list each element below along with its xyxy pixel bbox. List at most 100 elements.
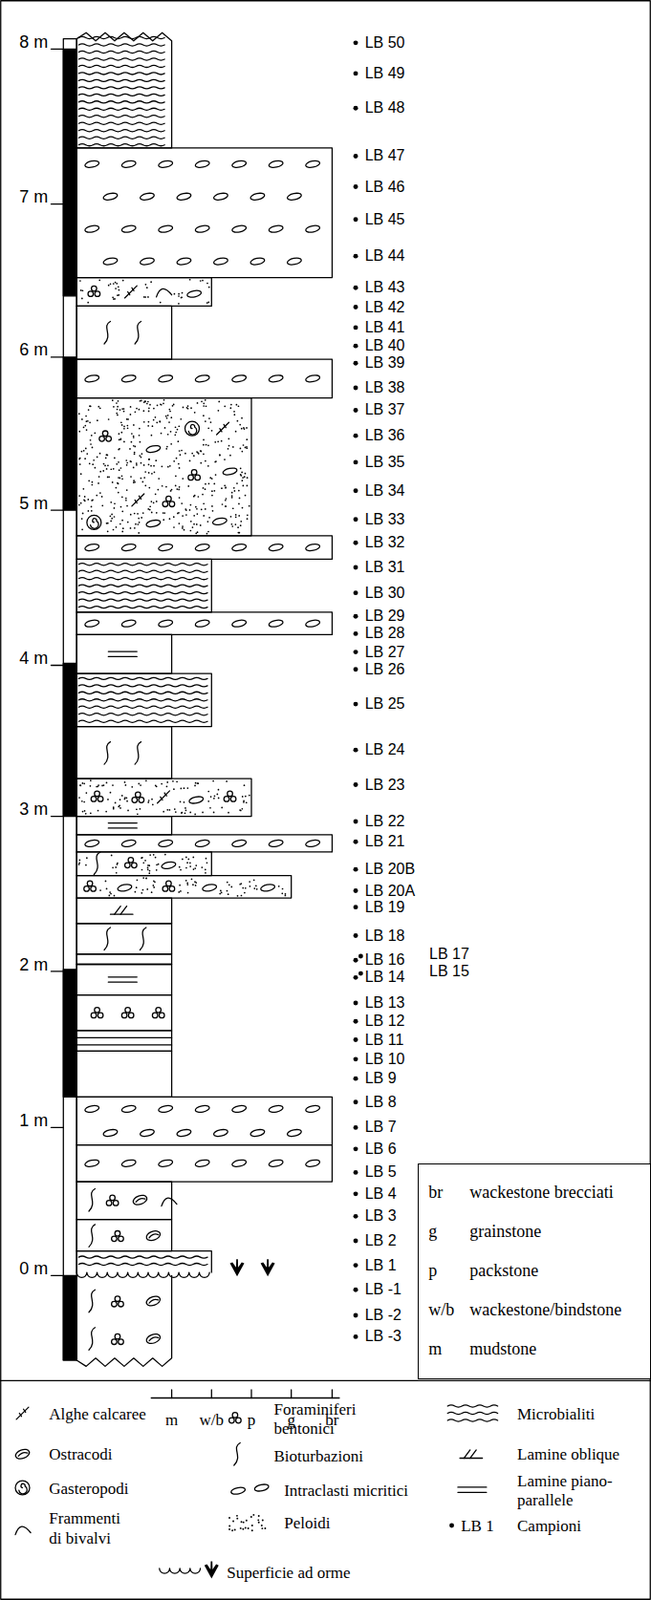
ostracod-symbol: [14, 1448, 31, 1462]
peloid-pattern: [152, 408, 155, 411]
sample-label: LB 44: [365, 248, 406, 264]
peloid-pattern: [246, 485, 249, 488]
peloid-pattern: [86, 429, 88, 432]
peloid-pattern: [99, 408, 102, 411]
peloid-pattern: [126, 797, 129, 800]
peloid-pattern: [237, 420, 239, 423]
legend-text: Microbialiti: [517, 1406, 595, 1423]
peloid-pattern: [173, 404, 175, 407]
bed-outline: [76, 634, 172, 674]
peloid-pattern: [173, 293, 176, 296]
intraclast-pattern: [121, 619, 137, 629]
peloid-pattern: [154, 857, 157, 860]
intraclast-pattern: [304, 1159, 321, 1169]
peloid-pattern: [86, 857, 88, 860]
peloid-pattern: [194, 814, 196, 817]
peloid-pattern: [138, 455, 141, 457]
texture-abbreviation: br: [428, 1183, 455, 1205]
peloid-pattern: [119, 523, 122, 526]
intraclast-pattern: [84, 1159, 100, 1169]
peloid-pattern: [208, 482, 211, 485]
peloid-pattern: [133, 481, 136, 484]
peloid-pattern: [152, 465, 155, 468]
sample-label: LB 37: [365, 402, 406, 418]
peloid-pattern: [105, 881, 108, 884]
peloid-pattern: [90, 434, 93, 437]
scale-tick: [50, 48, 64, 50]
sample-label: LB 8: [365, 1095, 397, 1111]
peloid-pattern: [232, 507, 235, 510]
peloid-pattern: [118, 438, 121, 441]
microbialite-pattern: [78, 43, 165, 46]
peloid-pattern: [195, 523, 198, 526]
ostracod-symbol: [149, 1338, 159, 1343]
peloid-pattern: [162, 519, 165, 521]
foraminifer-symbol: [94, 791, 101, 798]
peloid-pattern: [97, 784, 100, 787]
intraclast-symbol: [212, 517, 228, 526]
peloid-pattern: [117, 482, 120, 485]
microbialite-pattern: [78, 720, 208, 723]
sample-label: LB 10: [365, 1052, 406, 1068]
peloid-pattern: [147, 401, 150, 404]
peloid-pattern: [146, 403, 149, 406]
peloid-pattern: [111, 399, 114, 402]
peloid-pattern: [240, 451, 243, 454]
peloid-pattern: [206, 862, 209, 865]
peloid-symbol: [258, 1522, 261, 1525]
sample-dot: [353, 254, 359, 260]
peloid-pattern: [179, 890, 182, 893]
depth-label: 4 m: [19, 650, 48, 668]
peloid-pattern: [179, 788, 182, 791]
sample-label: LB -3: [365, 1329, 402, 1346]
peloid-pattern: [98, 476, 101, 478]
peloid-pattern: [152, 854, 155, 857]
peloid-pattern: [178, 497, 181, 500]
peloid-pattern: [202, 487, 205, 490]
peloid-pattern: [112, 806, 115, 809]
bed-outline: [76, 727, 172, 780]
peloid-pattern: [125, 784, 128, 787]
peloid-pattern: [224, 486, 227, 489]
peloid-pattern: [190, 504, 193, 507]
peloid-pattern: [142, 889, 145, 892]
intraclast-pattern: [195, 619, 211, 629]
sample-dot: [358, 972, 364, 977]
peloid-pattern: [253, 880, 256, 883]
peloid-pattern: [205, 405, 208, 408]
peloid-pattern: [236, 482, 239, 485]
peloid-pattern: [193, 496, 196, 499]
sample-dot: [353, 590, 359, 596]
depth-label: 1 m: [19, 1112, 48, 1130]
peloid-pattern: [121, 531, 124, 534]
intraclast-pattern: [304, 159, 321, 169]
gastropod-symbol: [188, 424, 197, 435]
peloid-pattern: [195, 865, 197, 868]
microbialite-pattern: [447, 1420, 498, 1423]
peloid-pattern: [169, 518, 172, 521]
foraminifer-symbol: [162, 887, 169, 893]
peloid-pattern: [163, 512, 166, 515]
sample-dot: [353, 1019, 359, 1025]
peloid-pattern: [79, 463, 82, 466]
peloid-pattern: [117, 449, 120, 452]
footprint-surface: [76, 1273, 210, 1279]
peloid-pattern: [132, 479, 135, 482]
sample-label: LB 26: [365, 662, 406, 678]
peloid-pattern: [109, 520, 112, 523]
bed-outline: [76, 876, 292, 900]
peloid-pattern: [78, 431, 81, 434]
sample-dot: [353, 344, 359, 349]
scale-bar-segment: [63, 48, 77, 297]
peloid-pattern: [168, 421, 171, 424]
peloid-pattern: [207, 520, 210, 523]
peloid-pattern: [186, 862, 189, 865]
texture-abbreviation: w/b: [428, 1301, 455, 1323]
peloid-pattern: [104, 465, 107, 468]
intraclast-pattern: [231, 1105, 247, 1114]
peloid-pattern: [199, 462, 202, 465]
sample-dot: [353, 933, 359, 939]
sample-label: LB 39: [365, 355, 406, 371]
peloid-pattern: [208, 517, 211, 520]
sample-dot: [353, 217, 359, 222]
